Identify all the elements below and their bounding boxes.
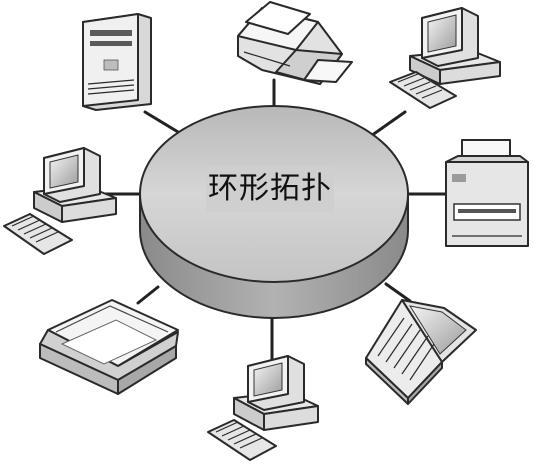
desktop-computer-icon xyxy=(3,147,117,255)
scanner-node xyxy=(39,299,179,395)
topology-title: 环形拓扑 xyxy=(206,166,334,212)
laptop-icon xyxy=(365,299,477,405)
inkjet-printer-icon xyxy=(445,139,529,247)
bottom-computer-node xyxy=(207,355,319,461)
laser-printer-icon xyxy=(237,1,353,85)
desktop-computer-icon xyxy=(207,355,319,461)
flatbed-scanner-icon xyxy=(39,299,179,395)
server-tower-icon xyxy=(82,13,152,111)
top-printer-node xyxy=(237,1,353,85)
left-computer-node xyxy=(3,147,117,255)
server-node xyxy=(82,13,152,111)
connection-lines xyxy=(103,78,447,364)
link-server xyxy=(143,110,185,137)
right-printer-node xyxy=(445,139,529,247)
desktop-computer-icon xyxy=(389,7,501,109)
laptop-node xyxy=(365,299,477,405)
top-right-computer-node xyxy=(389,7,501,109)
link-top-right-computer xyxy=(366,110,407,140)
link-laptop xyxy=(384,282,412,303)
link-scanner xyxy=(136,285,160,305)
